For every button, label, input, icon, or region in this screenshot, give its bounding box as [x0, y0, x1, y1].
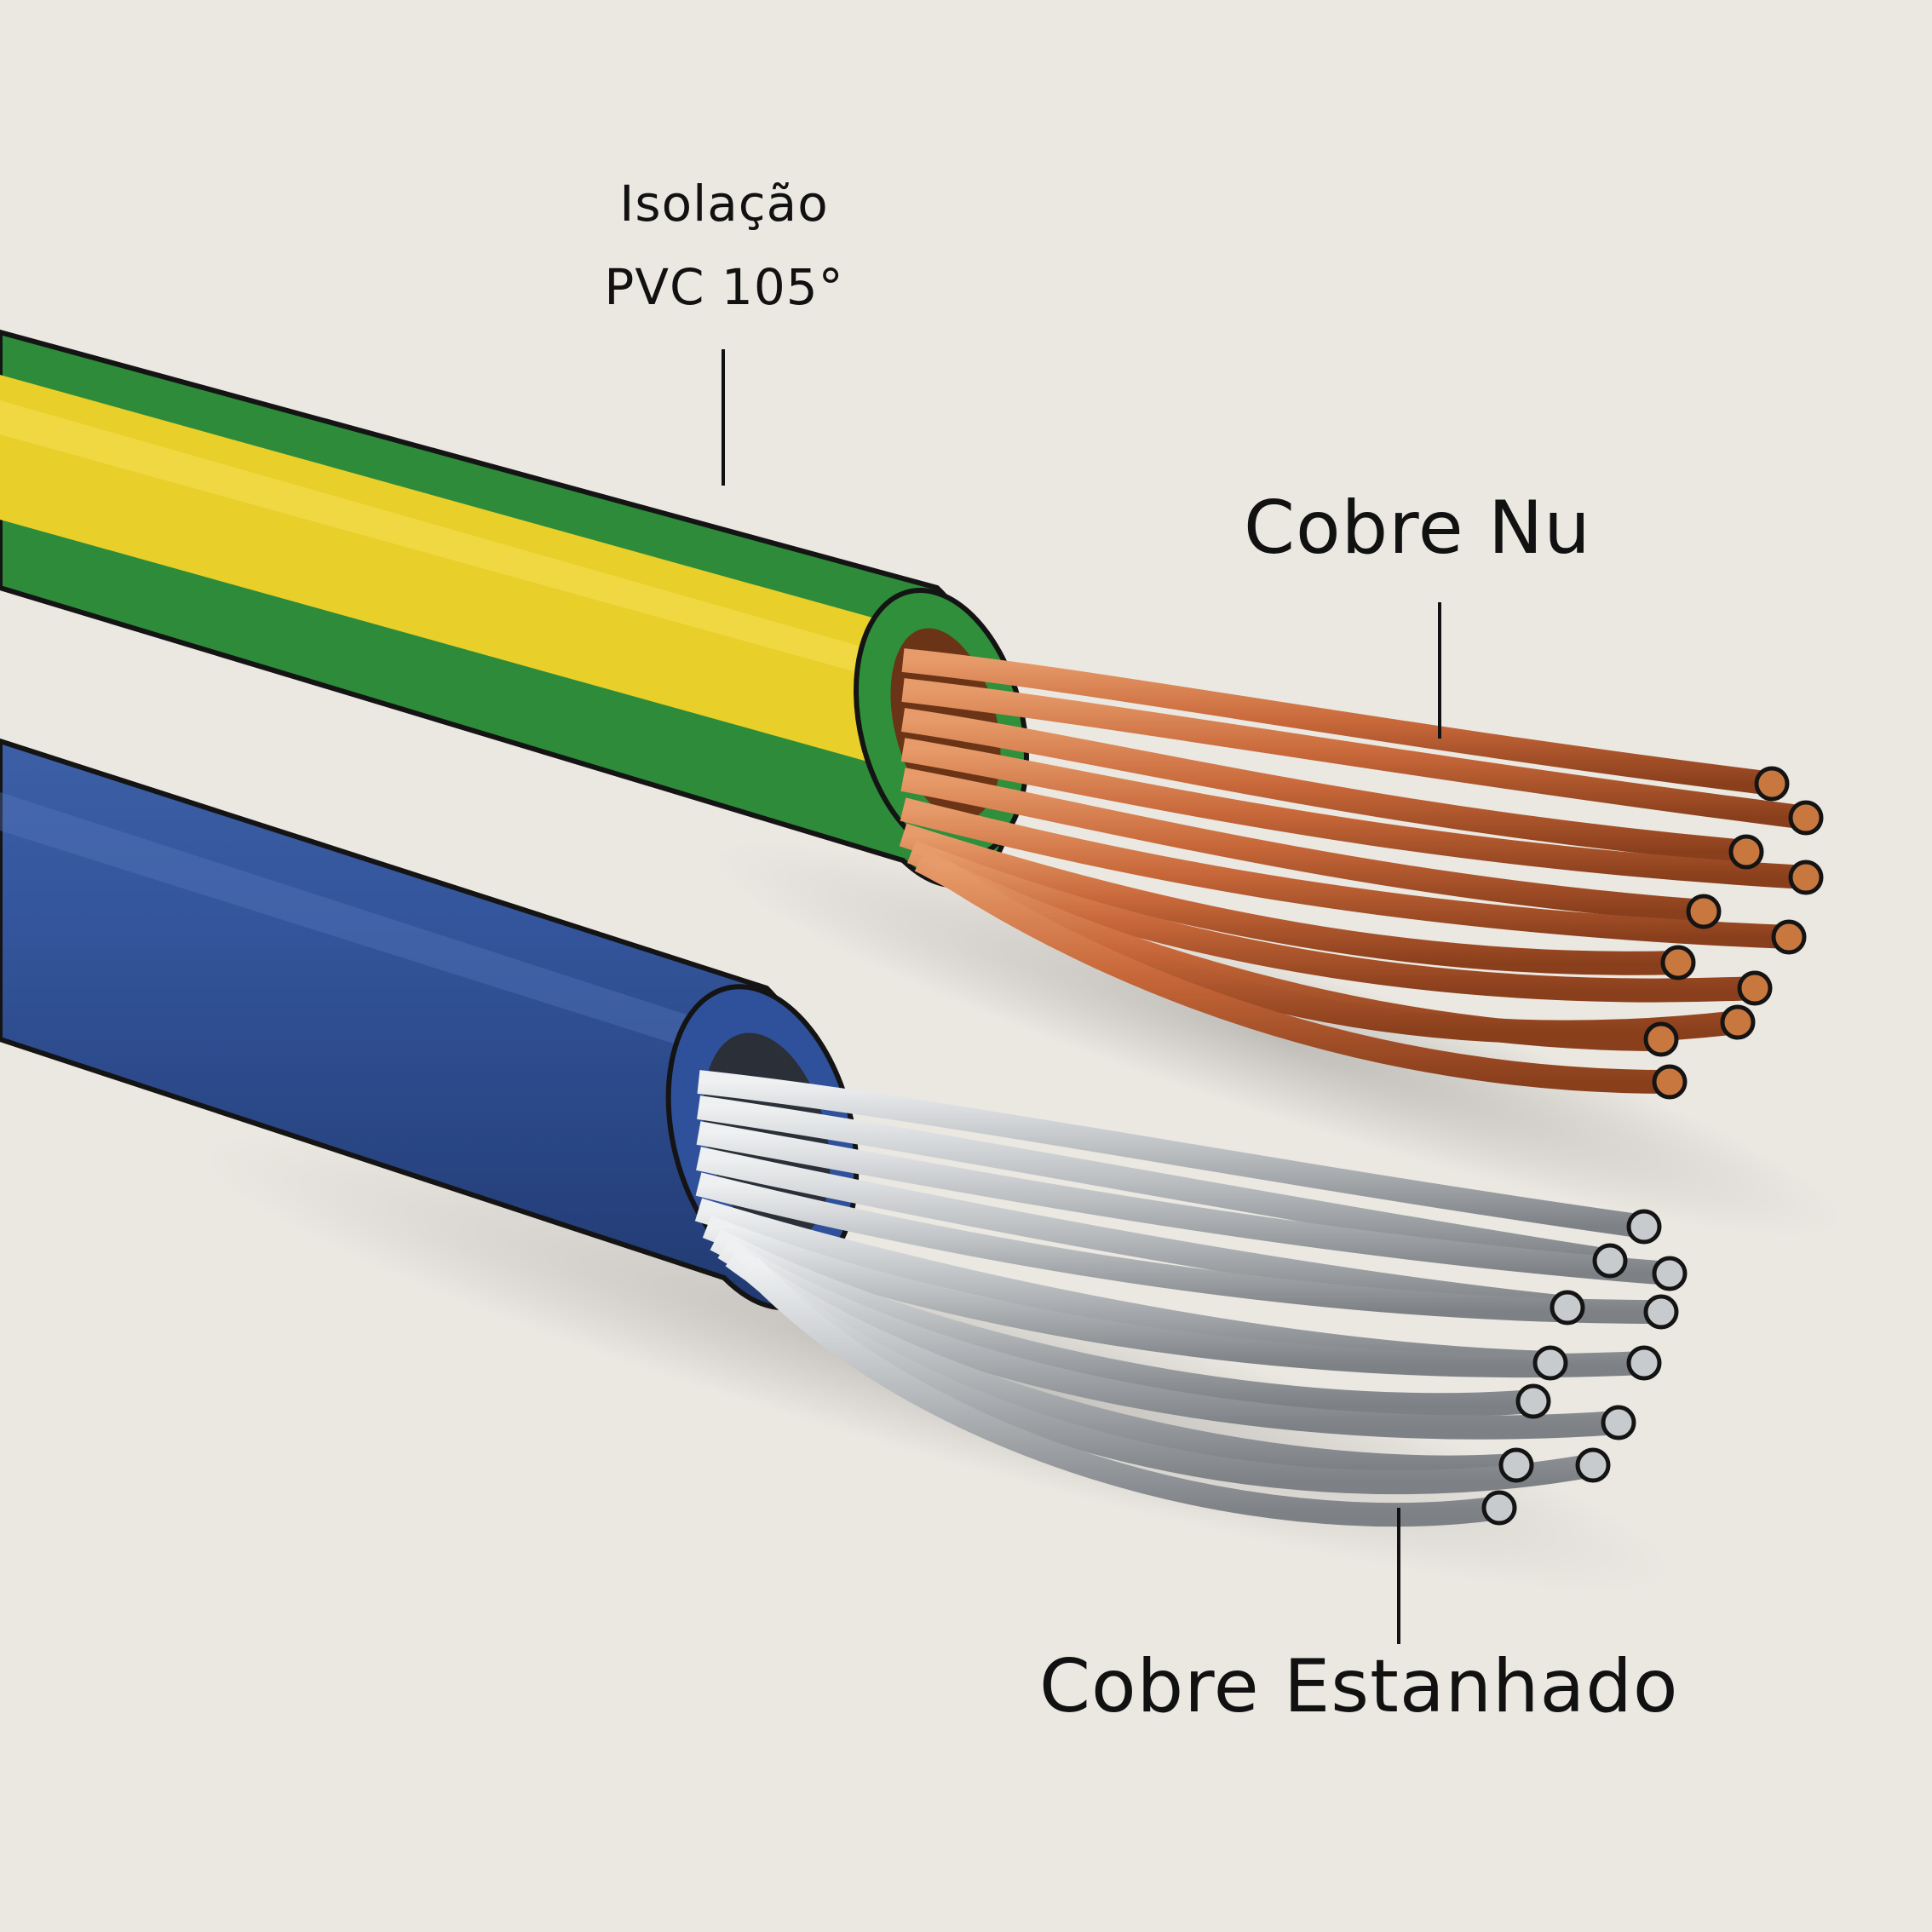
insulation-label-line1: Isolação: [619, 175, 829, 233]
insulation-leader-line: [722, 349, 725, 486]
tinned-copper-leader-line: [1397, 1508, 1400, 1644]
bare-copper-strands: [899, 648, 1824, 1100]
insulation-label-line2: PVC 105°: [604, 258, 844, 316]
bare-copper-leader-line: [1438, 602, 1441, 739]
tinned-copper-strands: [694, 1070, 1688, 1527]
insulation-label: Isolação PVC 105°: [554, 162, 894, 329]
tinned-copper-label: Cobre Estanhado: [1039, 1644, 1679, 1729]
bare-copper-label: Cobre Nu: [1244, 486, 1591, 571]
